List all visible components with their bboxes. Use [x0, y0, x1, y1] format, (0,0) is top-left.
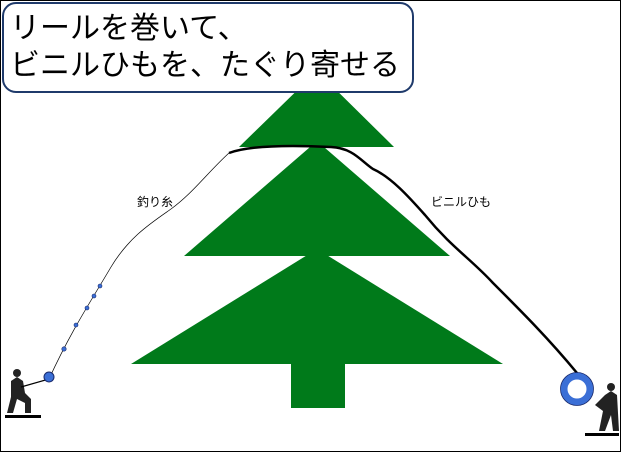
left-ground	[5, 415, 41, 418]
line-beads	[61, 283, 103, 352]
tree-trunk	[291, 363, 345, 408]
instruction-callout: リールを巻いて、 ビニルひもを、たぐり寄せる	[2, 2, 414, 93]
line-bead	[84, 305, 90, 311]
vinyl-string	[228, 144, 578, 374]
line-bead	[73, 322, 79, 328]
person-holding-reel-icon	[560, 372, 619, 436]
right-reel-outline	[560, 372, 594, 406]
right-figure-body	[595, 391, 619, 431]
callout-line-1: リールを巻いて、	[10, 11, 248, 46]
callout-line-2: ビニルひもを、たぐり寄せる	[10, 48, 400, 83]
christmas-tree	[131, 71, 503, 408]
tree-top-tier	[239, 71, 394, 147]
left-reel	[43, 371, 55, 383]
fishing-line-label: 釣り糸	[137, 195, 174, 209]
vinyl-string-label: ビニルひも	[431, 195, 492, 209]
tree-bottom-tier	[131, 249, 503, 364]
left-figure-head	[13, 369, 21, 377]
line-bead	[61, 346, 67, 352]
tree-middle-tier	[184, 141, 450, 256]
left-figure-rod	[20, 378, 50, 388]
line-bead	[97, 283, 103, 289]
right-ground	[585, 433, 619, 436]
left-figure-body	[7, 377, 31, 413]
right-figure-head	[607, 383, 615, 391]
right-reel	[560, 372, 594, 406]
person-reeling-icon	[5, 369, 55, 418]
line-bead	[91, 293, 97, 299]
